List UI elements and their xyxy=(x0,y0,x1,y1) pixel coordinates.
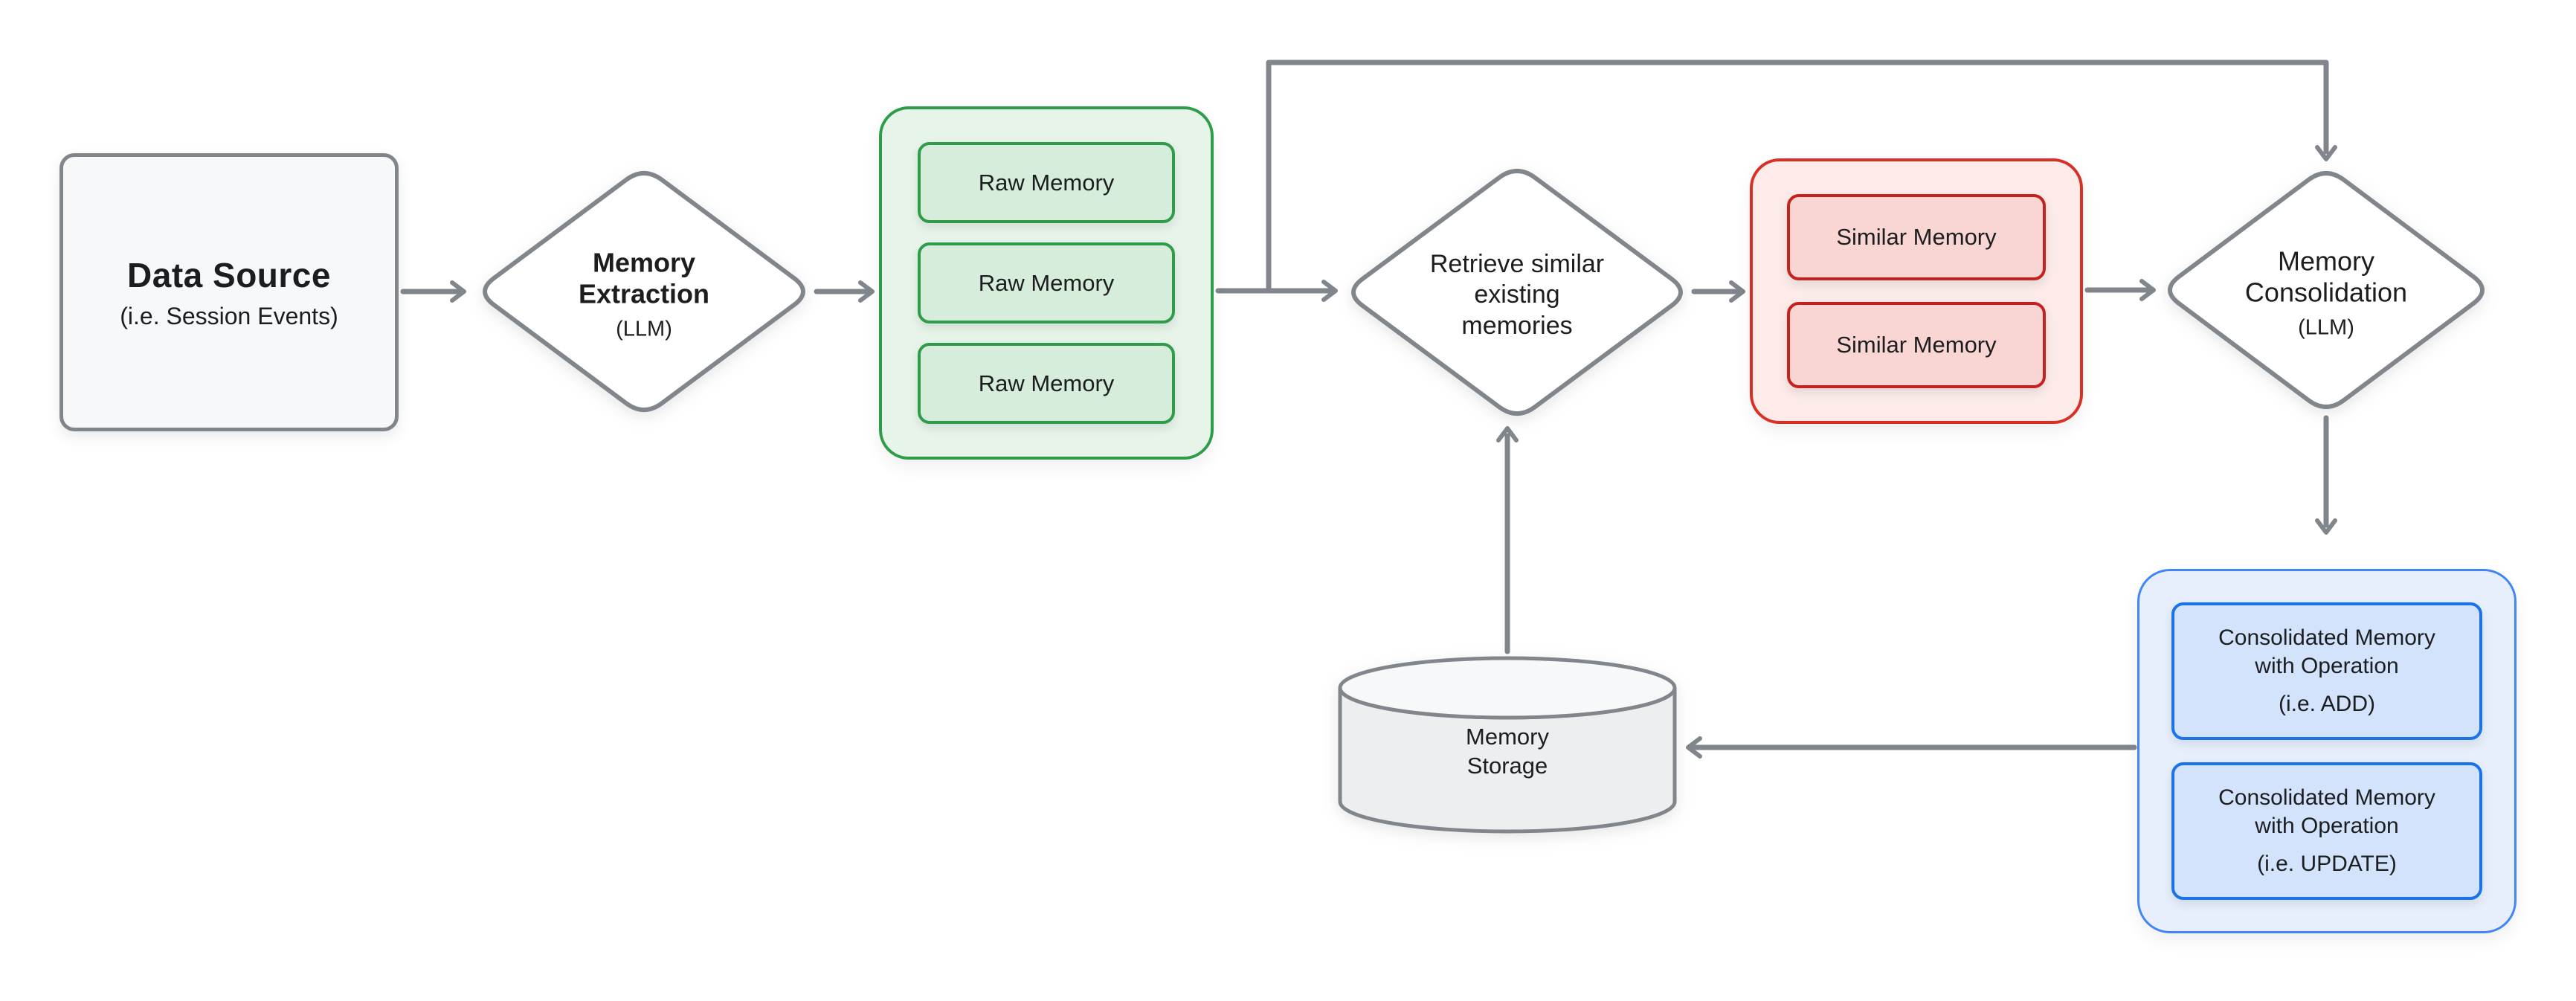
memory-extraction-line2: Extraction xyxy=(578,278,710,309)
retrieve-similar-label: Retrieve similar existing memories xyxy=(1430,249,1604,341)
consolidated-add-line1: Consolidated Memory xyxy=(2218,625,2435,651)
memory-consolidation-label: Memory Consolidation (LLM) xyxy=(2245,245,2407,340)
consolidated-add-subtitle: (i.e. ADD) xyxy=(2278,692,2376,717)
consolidated-memory-item-update: Consolidated Memory with Operation (i.e.… xyxy=(2171,762,2482,900)
memory-consolidation-line2: Consolidation xyxy=(2244,277,2408,308)
similar-memory-item: Similar Memory xyxy=(1787,302,2046,388)
memory-consolidation-subtitle: (LLM) xyxy=(2298,315,2354,339)
retrieve-similar-line1: Retrieve similar xyxy=(1429,249,1605,278)
raw-memory-item: Raw Memory xyxy=(918,142,1175,223)
memory-storage-line2: Storage xyxy=(1466,752,1548,779)
arrow-extraction-to-raw-memory xyxy=(814,280,875,303)
retrieve-similar-diamond xyxy=(1351,168,1683,416)
memory-extraction-label: Memory Extraction (LLM) xyxy=(579,247,709,341)
arrow-raw-memory-to-consolidation-feedback xyxy=(1266,59,2337,294)
data-source-title: Data Source xyxy=(127,255,331,294)
retrieve-similar-line3: memories xyxy=(1461,311,1573,340)
similar-memory-item: Similar Memory xyxy=(1787,194,2046,280)
memory-storage-cylinder xyxy=(1338,656,1677,834)
similar-memory-group: Similar Memory Similar Memory xyxy=(1750,158,2083,424)
arrow-similar-memory-to-consolidation xyxy=(2084,279,2156,301)
raw-memory-item: Raw Memory xyxy=(918,343,1175,424)
retrieve-similar-line2: existing xyxy=(1474,280,1560,309)
memory-consolidation-diamond xyxy=(2168,171,2485,409)
memory-extraction-line1: Memory xyxy=(592,247,696,278)
data-source-subtitle: (i.e. Session Events) xyxy=(120,302,338,329)
memory-consolidation-line1: Memory xyxy=(2277,245,2374,277)
memory-storage-line1: Memory xyxy=(1466,724,1549,750)
raw-memory-group: Raw Memory Raw Memory Raw Memory xyxy=(879,106,1214,460)
memory-extraction-diamond xyxy=(483,170,805,413)
raw-memory-item: Raw Memory xyxy=(918,242,1175,324)
consolidated-memory-item-add: Consolidated Memory with Operation (i.e.… xyxy=(2171,602,2482,740)
consolidated-update-line1: Consolidated Memory xyxy=(2218,785,2435,811)
arrow-consolidated-group-to-storage xyxy=(1686,736,2137,759)
arrow-storage-to-retrieve xyxy=(1496,426,1519,654)
data-source-node: Data Source (i.e. Session Events) xyxy=(59,153,399,431)
consolidated-update-subtitle: (i.e. UPDATE) xyxy=(2257,852,2397,877)
arrow-data-source-to-extraction xyxy=(400,280,466,303)
memory-storage-label: Memory Storage xyxy=(1359,723,1656,781)
arrow-retrieve-to-similar-memory xyxy=(1691,280,1745,303)
consolidated-memory-group: Consolidated Memory with Operation (i.e.… xyxy=(2137,569,2517,933)
arrow-consolidation-to-consolidated-group xyxy=(2315,415,2337,535)
memory-extraction-subtitle: (LLM) xyxy=(616,316,672,341)
consolidated-add-line2: with Operation xyxy=(2255,653,2399,678)
arrow-raw-memory-to-retrieve xyxy=(1215,280,1338,302)
consolidated-update-line2: with Operation xyxy=(2255,813,2399,838)
